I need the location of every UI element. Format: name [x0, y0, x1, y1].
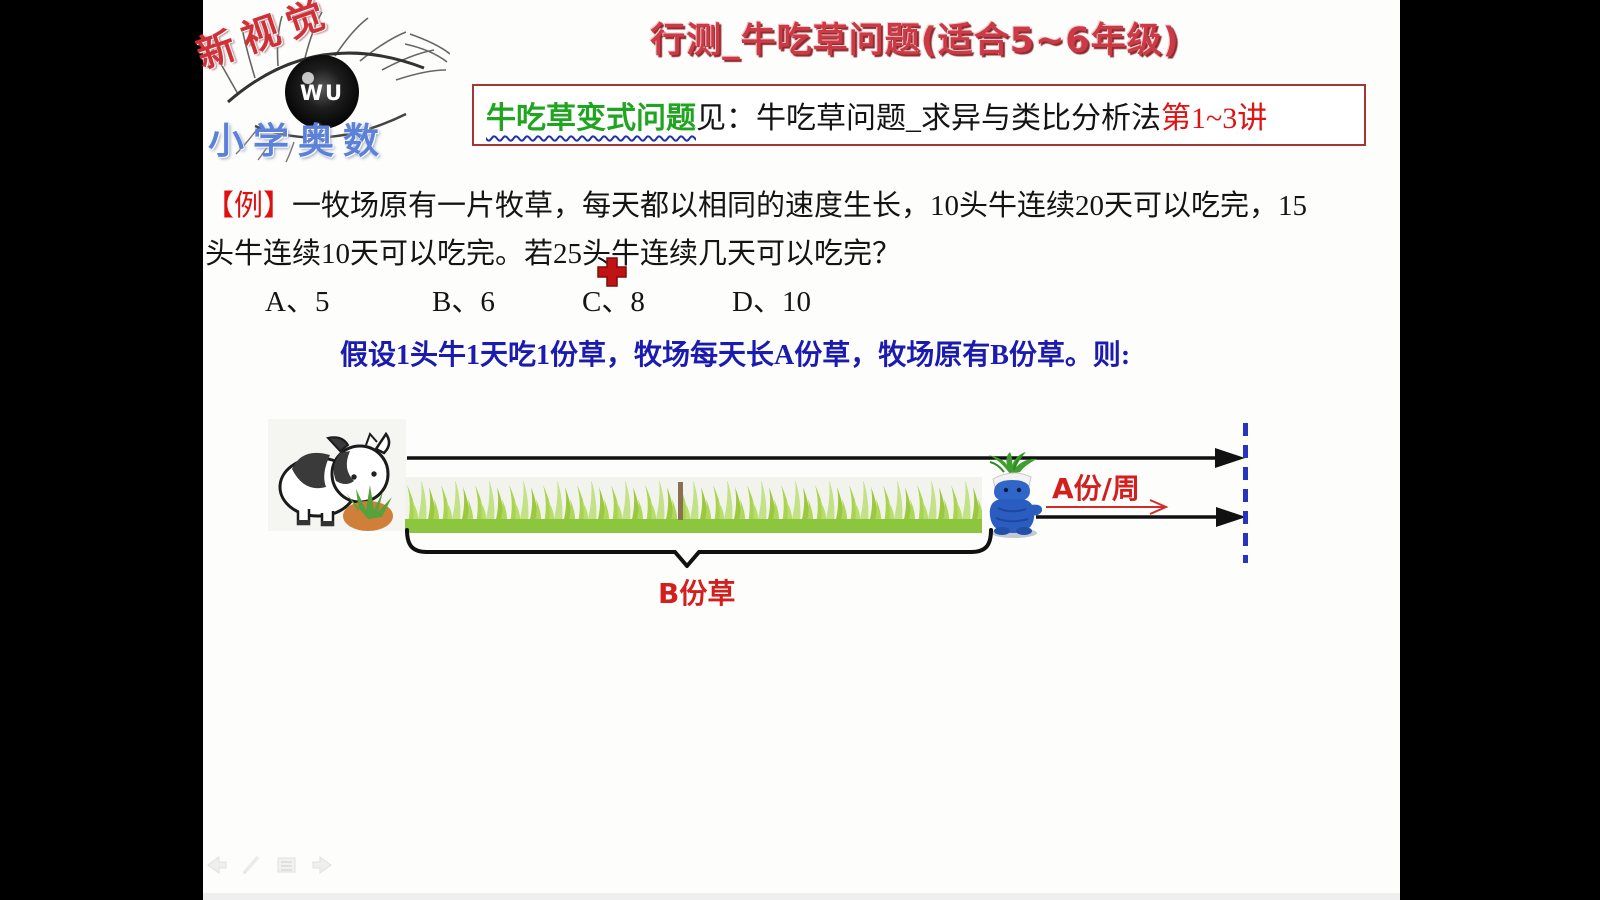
initial-grass-brace: [405, 528, 993, 568]
problem-text-1: 一牧场原有一片牧草，每天都以相同的速度生长，10头牛连续20天可以吃完，15: [292, 190, 1308, 222]
option-c: C、8: [582, 286, 645, 318]
next-slide-icon[interactable]: [310, 853, 334, 877]
reference-emphasis: 第1~3讲: [1161, 102, 1268, 135]
reference-body: 见：牛吃草问题_求异与类比分析法: [696, 102, 1161, 135]
initial-grass-label: B份草: [658, 577, 736, 610]
option-d: D、10: [732, 286, 811, 318]
eye-logo-icon: WU: [211, 11, 450, 163]
previous-slide-icon[interactable]: [205, 853, 229, 877]
option-a: A、5: [265, 286, 330, 318]
slideshow-controls: [205, 853, 334, 877]
grass-stick: [678, 482, 683, 520]
page-title: 行测_牛吃草问题(适合5~6年级): [650, 21, 1180, 61]
example-tag: 【例】: [205, 190, 293, 222]
cow-image: [268, 419, 406, 531]
option-b: B、6: [432, 286, 495, 318]
slide-menu-icon[interactable]: [275, 853, 299, 877]
total-grass-arrow: [407, 448, 1245, 468]
grass-strip-image: [405, 477, 982, 533]
pen-tool-icon[interactable]: [240, 853, 264, 877]
problem-line-2: 头牛连续10天可以吃完。若25头牛连续几天可以吃完？: [205, 230, 901, 272]
answer-marker-cross-icon: [597, 257, 627, 287]
growth-rate-label: A份/周: [1052, 472, 1140, 505]
iris: [285, 55, 359, 129]
logo-brand-bottom: 小学奥数: [208, 121, 389, 162]
logo-wu-text: WU: [300, 81, 344, 105]
reference-link[interactable]: 牛吃草变式问题: [486, 102, 696, 135]
problem-line-1: 【例】一牧场原有一片牧草，每天都以相同的速度生长，10头牛连续20天可以吃完，1…: [205, 182, 1307, 224]
assumption-line: 假设1头牛1天吃1份草，牧场每天长A份草，牧场原有B份草。则:: [340, 340, 1131, 371]
slide-bottom-edge: [203, 893, 1400, 900]
reference-box: 牛吃草变式问题 见：牛吃草问题_求异与类比分析法 第1~3讲: [472, 84, 1366, 146]
growth-arrow: [1036, 507, 1246, 527]
problem-text-2: 头牛连续10天可以吃完。若25头牛连续几天可以吃完？: [205, 238, 902, 270]
end-dashed-line: [1243, 423, 1248, 563]
growth-rate-arrow: [1046, 499, 1169, 515]
grass-doll-image: [988, 452, 1043, 538]
